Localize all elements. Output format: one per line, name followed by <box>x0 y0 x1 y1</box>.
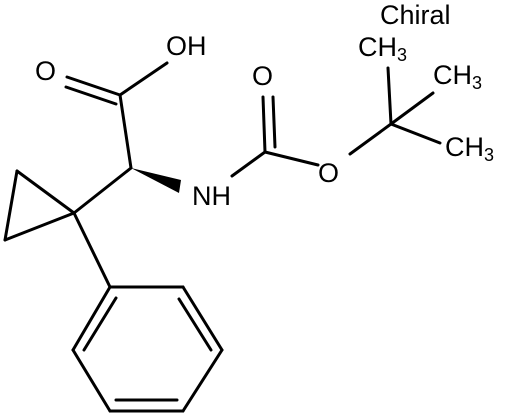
bond-ph-6 <box>71 285 112 352</box>
bond-cp-1 <box>15 169 76 215</box>
bond-c-alpha <box>118 93 133 170</box>
boc-group: NH O O CH3 CH3 CH3 <box>192 32 494 211</box>
bond-ph-inner-3 <box>82 296 118 352</box>
bond-carbonyl-o-double-b <box>271 95 277 149</box>
atom-o-carbonyl-boc: O <box>252 61 273 91</box>
bond-tc-ch3-right <box>389 91 435 126</box>
atom-o-ester: O <box>318 158 339 188</box>
bond-carbonyl-o-double-a <box>261 95 267 154</box>
wedge-bond-alpha-n <box>131 168 181 193</box>
bond-ph-inner-1 <box>177 297 213 352</box>
bond-o-tert-carbon <box>348 122 393 156</box>
bond-carbonyl-o-ester <box>263 150 320 167</box>
atom-ch3-right: CH3 <box>433 60 482 93</box>
atom-hydroxyl: OH <box>166 31 207 61</box>
bond-cp-3 <box>3 211 76 242</box>
bond-c-o-double-b <box>64 85 118 106</box>
carboxylic-acid-group: O OH <box>35 31 207 170</box>
cyclopropane-ring <box>3 169 76 242</box>
bond-c-o-double-a <box>65 75 122 97</box>
chiral-label: Chiral <box>380 0 451 30</box>
atom-ch3-bottom: CH3 <box>445 132 494 165</box>
bond-ph-3 <box>181 348 224 413</box>
phenyl-ring <box>71 285 224 413</box>
atom-o-carbonyl-acid: O <box>35 56 56 86</box>
atom-nh: NH <box>192 181 231 211</box>
bond-cp-2 <box>3 169 19 242</box>
atom-ch3-top: CH3 <box>358 32 407 65</box>
bond-ph-2 <box>181 285 224 352</box>
bond-ph-5 <box>71 348 112 413</box>
bond-n-carbonyl <box>230 150 267 178</box>
bond-c-oh <box>118 61 169 97</box>
bond-alpha-cyclopropyl <box>72 166 133 215</box>
bond-cyclopropyl-phenyl <box>72 211 112 289</box>
bond-tc-ch3-bottom <box>389 122 442 145</box>
bond-tc-ch3-top <box>386 66 393 126</box>
